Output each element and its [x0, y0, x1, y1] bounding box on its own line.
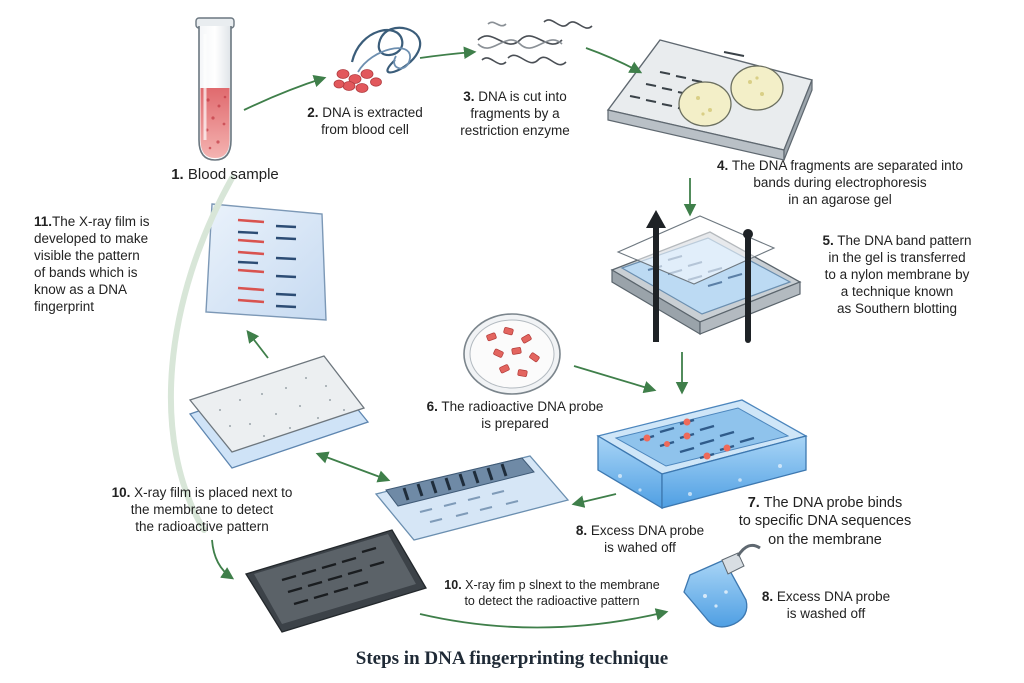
step-2-label: 2. DNA is extracted from blood cell — [307, 105, 423, 137]
process-arrows — [211, 46, 697, 629]
electrophoresis-gel-icon — [606, 39, 813, 161]
xray-film-membrane-icon — [188, 355, 370, 469]
step-8-label-bottle: 8. Excess DNA probe is washed off — [761, 589, 891, 621]
step-6-label: 6. The radioactive DNA probe is prepared — [426, 399, 604, 431]
probe-petri-dish-icon — [463, 313, 561, 395]
step-11-label: 11.The X-ray film is developed to make v… — [34, 214, 150, 314]
dna-fragments-icon — [477, 19, 593, 66]
dna-fingerprint-film-icon — [205, 203, 327, 321]
blood-cells-dna-icon — [333, 26, 422, 93]
southern-blot-icon — [610, 210, 802, 343]
cycle-arc — [167, 175, 235, 533]
step-10-label-film: 10. X-ray fim p slnext to the membrane t… — [444, 578, 660, 608]
step-4-label: 4. The DNA fragments are separated into … — [717, 158, 963, 207]
xray-film-dark-icon — [245, 529, 427, 633]
step-5-label: 5. The DNA band pattern in the gel is tr… — [822, 233, 972, 316]
step-3-label: 3. DNA is cut into fragments by a restri… — [460, 89, 570, 138]
step-8-label-washed: 8. Excess DNA probe is wahed off — [575, 523, 705, 555]
probe-water-tank-icon — [596, 399, 808, 510]
step-10-label: 10. X-ray film is placed next to the mem… — [111, 485, 293, 534]
test-tube-icon — [195, 17, 235, 161]
step-7-label: 7. The DNA probe binds to specific DNA s… — [738, 495, 912, 548]
wash-bottle-icon — [683, 543, 761, 628]
diagram-title: Steps in DNA fingerprinting technique — [355, 648, 669, 669]
step-1-label: 1. Blood sample — [171, 166, 279, 183]
washed-membrane-icon — [374, 455, 570, 541]
